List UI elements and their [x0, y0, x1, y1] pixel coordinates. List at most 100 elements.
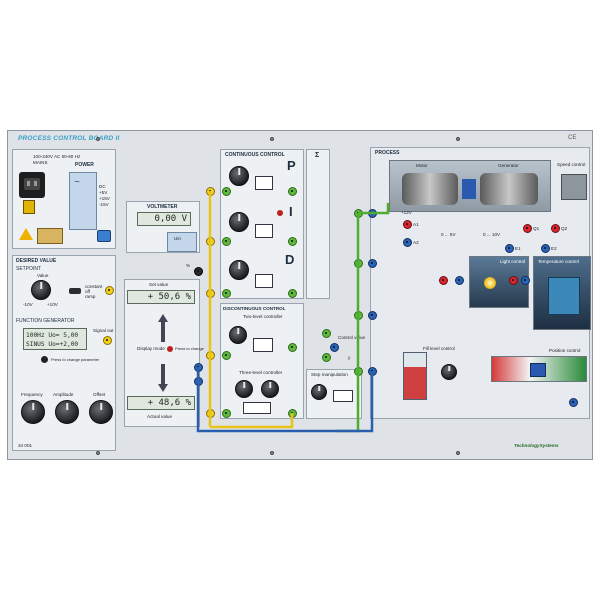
process-input-jack-3[interactable] [354, 259, 363, 268]
sum-label: Σ [315, 152, 320, 159]
temp-jack-2[interactable] [521, 276, 530, 285]
output-jack-5[interactable] [288, 409, 297, 418]
step-block [333, 390, 353, 402]
setpoint-mode-off: off [85, 289, 91, 294]
voltmeter-input-module: Uin [167, 232, 197, 252]
output-jack-2[interactable] [288, 237, 297, 246]
sum-panel: Σ [306, 149, 330, 299]
process-input-jack-4[interactable] [368, 259, 377, 268]
process-input-jack-2[interactable] [368, 209, 377, 218]
amp-label-3: 0 ... 5V [441, 232, 456, 237]
terminal-a2: A2 [413, 240, 419, 245]
generator-label: Generator [498, 163, 519, 168]
amplitude-knob[interactable] [55, 400, 79, 424]
fg-parameter-button[interactable] [41, 356, 48, 363]
process-input-jack-6[interactable] [368, 311, 377, 320]
signal-jack-y1[interactable] [206, 187, 215, 196]
screw [456, 451, 460, 455]
continuous-control-title: CONTINUOUS CONTROL [225, 152, 285, 158]
q1-jack[interactable] [523, 224, 532, 233]
light-jack-2[interactable] [455, 276, 464, 285]
control-value-jack-1[interactable] [322, 329, 331, 338]
power-title: POWER [75, 162, 94, 168]
offset-knob[interactable] [89, 400, 113, 424]
motor-generator-photo: Motor Generator [389, 160, 551, 212]
power-output-dc: DC [99, 184, 106, 189]
signal-jack-g3[interactable] [222, 289, 231, 298]
frequency-knob[interactable] [21, 400, 45, 424]
signal-jack-y2[interactable] [206, 237, 215, 246]
screw [96, 451, 100, 455]
setpoint-output-jack[interactable] [105, 286, 114, 295]
control-value-jack-2[interactable] [330, 343, 339, 352]
generator-icon [480, 173, 538, 205]
signal-jack-g4[interactable] [222, 351, 231, 360]
power-panel: 100-240V AC 50-60 Hz MAINS POWER ~ DC +5… [12, 149, 116, 249]
power-switch[interactable] [23, 200, 35, 214]
signal-jack-b1[interactable] [194, 363, 203, 372]
p-knob[interactable] [229, 166, 249, 186]
motor-icon [402, 173, 458, 205]
discontinuous-control-panel: DISCONTINUOUS CONTROL Two-level controll… [220, 303, 304, 419]
process-input-jack-8[interactable] [368, 367, 377, 376]
position-output-jack[interactable] [569, 398, 578, 407]
step-knob[interactable] [311, 384, 327, 400]
signal-jack-b2[interactable] [194, 377, 203, 386]
setpoint-knob[interactable] [31, 280, 51, 300]
arrow-shaft-up [161, 322, 165, 342]
e2-jack[interactable] [541, 244, 550, 253]
speed-control-label: Speed control [557, 162, 586, 167]
signal-jack-y3[interactable] [206, 289, 215, 298]
warning-triangle-icon [19, 228, 33, 240]
i-on-off-led[interactable] [277, 210, 283, 216]
q2-jack[interactable] [551, 224, 560, 233]
output-jack-3[interactable] [288, 289, 297, 298]
d-knob[interactable] [229, 260, 249, 280]
display-mode-hint: Press to change [175, 346, 204, 351]
screw [270, 451, 274, 455]
a1-jack[interactable] [403, 220, 412, 229]
three-level-knob-2[interactable] [261, 380, 279, 398]
potentiometer-icon[interactable] [530, 363, 546, 377]
output-jack-4[interactable] [288, 343, 297, 352]
process-title: PROCESS [375, 150, 400, 156]
two-level-knob[interactable] [229, 326, 247, 344]
process-input-jack-1[interactable] [354, 209, 363, 218]
a2-jack[interactable] [403, 238, 412, 247]
terminal-q1: Q1 [533, 226, 540, 231]
signal-jack-g1[interactable] [222, 187, 231, 196]
light-jack-1[interactable] [439, 276, 448, 285]
e1-jack[interactable] [505, 244, 514, 253]
process-input-jack-7[interactable] [354, 367, 363, 376]
fg-signal-output-jack[interactable] [103, 336, 112, 345]
temp-jack-1[interactable] [509, 276, 518, 285]
signal-jack-g5[interactable] [222, 409, 231, 418]
discontinuous-control-title: DISCONTINUOUS CONTROL [223, 306, 286, 311]
process-panel: PROCESS Motor Generator Speed control A1… [370, 147, 591, 419]
speed-sensor-icon [561, 174, 587, 200]
board-title: PROCESS CONTROL BOARD II [18, 135, 120, 142]
fill-level-knob[interactable] [441, 364, 457, 380]
display-mode-button[interactable] [167, 346, 173, 352]
power-socket-icon[interactable] [19, 172, 45, 198]
power-output-minus15v: -15V [99, 202, 109, 207]
control-value-jack-3[interactable] [322, 353, 331, 362]
percent-input-jack[interactable] [194, 267, 203, 276]
signal-jack-g2[interactable] [222, 237, 231, 246]
i-knob[interactable] [229, 212, 249, 232]
control-value-label: Control value [338, 335, 366, 340]
fg-lcd-line2: SINUS Uo=+2,00 [26, 341, 79, 348]
desired-value-title: DESIRED VALUE [16, 258, 57, 264]
power-output-15v: +15V [99, 196, 110, 201]
coupling [462, 179, 476, 199]
three-level-knob-1[interactable] [235, 380, 253, 398]
terminal-e1: E1 [515, 246, 521, 251]
output-jack-1[interactable] [288, 187, 297, 196]
process-input-jack-5[interactable] [354, 311, 363, 320]
value-display-panel: Set value + 50,6 % Display mode Press to… [124, 279, 204, 427]
signal-jack-y4[interactable] [206, 351, 215, 360]
setpoint-mode-switch[interactable] [69, 288, 81, 294]
actual-value-label: Actual value [147, 414, 173, 419]
motor-label: Motor [416, 163, 428, 168]
signal-jack-y5[interactable] [206, 409, 215, 418]
